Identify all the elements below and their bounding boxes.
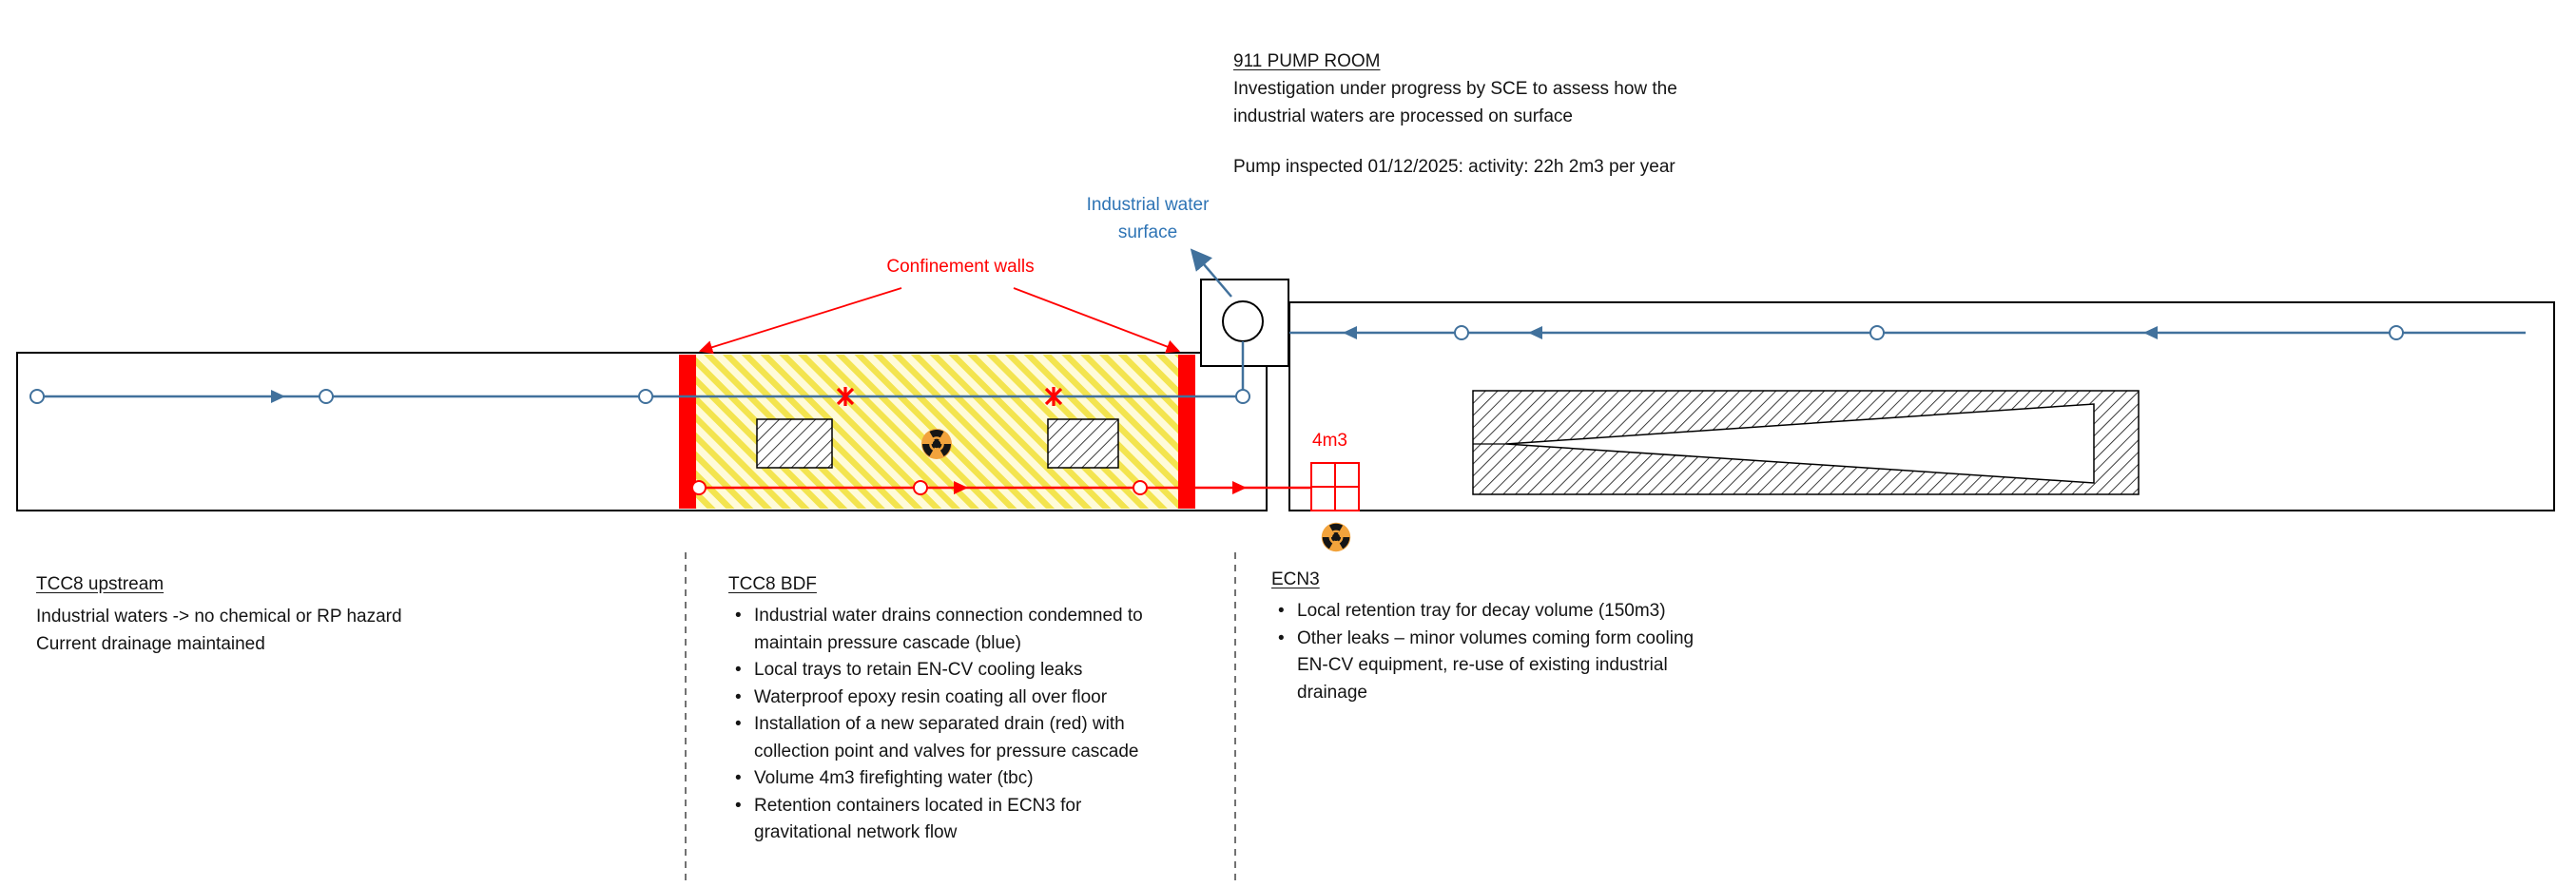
confinement-wall-left <box>679 355 696 509</box>
ecn3-bullet-list: Local retention tray for decay volume (1… <box>1271 598 1709 706</box>
pump-room-note-body: Investigation under progress by SCE to a… <box>1233 79 1677 126</box>
equipment-block-2 <box>1047 418 1119 469</box>
arrow-to-surface <box>1190 248 1232 298</box>
flow-arrows-left <box>1343 326 2158 339</box>
confinement-wall-right <box>1178 355 1195 509</box>
section-separator <box>685 552 1236 882</box>
section-tcc8-bdf: TCC8 BDF Industrial water drains connect… <box>728 570 1175 847</box>
section-title: TCC8 upstream <box>36 574 165 594</box>
list-item: Industrial water drains connection conde… <box>728 603 1175 657</box>
bdf-bullet-list: Industrial water drains connection conde… <box>728 603 1175 847</box>
condemned-drain-x-icon <box>836 387 1063 406</box>
retention-container-4m3 <box>1310 462 1360 511</box>
section-line: Industrial waters -> no chemical or RP h… <box>36 607 402 627</box>
list-item: Waterproof epoxy resin coating all over … <box>728 685 1175 712</box>
equipment-block-1 <box>756 418 833 469</box>
pump-circle <box>1222 300 1264 342</box>
section-tcc8-upstream: TCC8 upstream Industrial waters -> no ch… <box>36 570 578 658</box>
radiation-trefoil-icon <box>1320 521 1352 553</box>
industrial-water-surface-label: Industrial water surface <box>1086 195 1210 242</box>
list-item: Other leaks – minor volumes coming form … <box>1271 626 1709 707</box>
blue-line-nodes-ecn3 <box>1454 325 2404 340</box>
section-ecn3: ECN3 Local retention tray for decay volu… <box>1271 566 1709 706</box>
section-title: TCC8 BDF <box>728 574 817 594</box>
confinement-callout-arrows <box>698 287 1181 355</box>
retention-volume-label: 4m3 <box>1312 431 1347 451</box>
section-line: Current drainage maintained <box>36 634 265 654</box>
radiation-trefoil-icon <box>920 427 954 461</box>
blue-line-nodes <box>29 389 1250 404</box>
section-title: ECN3 <box>1271 569 1320 589</box>
list-item: Local trays to retain EN-CV cooling leak… <box>728 657 1175 685</box>
flow-arrow-right <box>271 390 285 403</box>
confinement-walls-label: Confinement walls <box>886 257 1035 277</box>
list-item: Local retention tray for decay volume (1… <box>1271 598 1709 626</box>
pump-room-note-title: 911 PUMP ROOM <box>1233 51 1381 71</box>
pump-room-note-inspection: Pump inspected 01/12/2025: activity: 22h… <box>1233 157 1675 177</box>
pump-room-note: 911 PUMP ROOM Investigation under progre… <box>1233 48 1680 181</box>
list-item: Retention containers located in ECN3 for… <box>728 793 1175 847</box>
red-line-nodes <box>691 480 1148 495</box>
red-flow-arrows <box>954 481 1247 494</box>
list-item: Installation of a new separated drain (r… <box>728 711 1175 765</box>
list-item: Volume 4m3 firefighting water (tbc) <box>728 765 1175 793</box>
dump-wedge <box>1505 403 2095 484</box>
